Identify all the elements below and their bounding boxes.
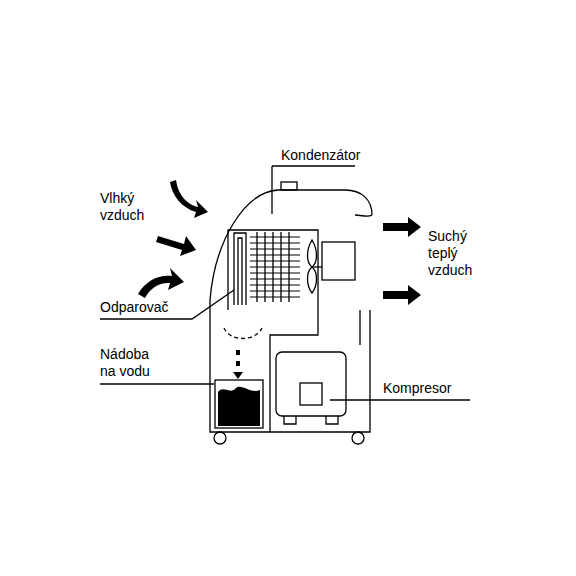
housing-lip bbox=[355, 215, 372, 216]
compressor-body bbox=[276, 352, 346, 416]
leader-line bbox=[330, 399, 470, 400]
evaporator-tube bbox=[238, 238, 242, 305]
compressor-terminal bbox=[300, 383, 322, 405]
wheel bbox=[352, 432, 364, 444]
part-label: Vlhký vzduch bbox=[100, 190, 152, 224]
dry-air-arrows bbox=[383, 217, 421, 305]
water-tank bbox=[215, 380, 263, 428]
leader-line bbox=[100, 383, 214, 384]
drip-tray bbox=[224, 328, 262, 339]
water-drops bbox=[233, 350, 243, 379]
compressor-feet bbox=[284, 416, 338, 424]
water bbox=[218, 387, 260, 426]
wheel bbox=[214, 432, 226, 444]
moist-air-arrows bbox=[138, 180, 208, 298]
inner-partition bbox=[359, 310, 360, 345]
fan-shaft bbox=[312, 266, 322, 267]
part-label: Kondenzátor bbox=[281, 147, 401, 164]
condenser-tubes bbox=[257, 232, 289, 302]
top-knob bbox=[281, 182, 297, 190]
evaporator-tube bbox=[234, 233, 246, 305]
fan-motor bbox=[322, 242, 355, 280]
part-label: Nádoba na vodu bbox=[100, 346, 160, 380]
leader-line bbox=[100, 290, 234, 319]
part-label: Suchý teplý vzduch bbox=[428, 228, 486, 279]
leader-line bbox=[272, 166, 355, 214]
part-label: Kompresor bbox=[383, 380, 483, 397]
part-label: Odparovač bbox=[100, 299, 200, 316]
housing-outline bbox=[210, 190, 372, 432]
